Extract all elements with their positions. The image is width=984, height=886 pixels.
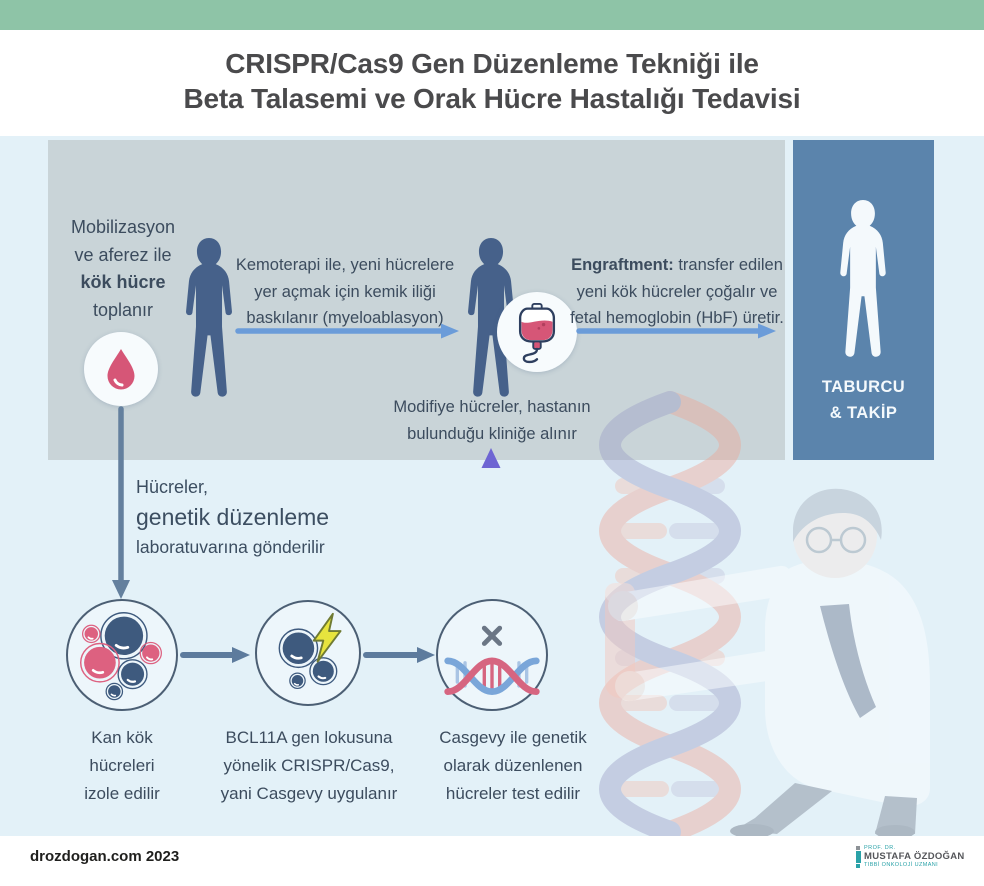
arrow-right-chemo [235, 323, 459, 339]
crispr-cells-badge [255, 600, 361, 706]
doctor-illustration [605, 488, 930, 836]
blood-sample-badge [84, 332, 158, 406]
arrow-right-lab1 [180, 647, 250, 663]
send-to-lab-text: Hücreler, genetik düzenleme laboratuvarı… [136, 474, 396, 560]
brand-logo: PROF. DR. MUSTAFA ÖZDOĞAN TIBBİ ONKOLOJİ… [856, 845, 965, 868]
discharge-line2: & TAKİP [829, 404, 898, 422]
discharge-box [793, 140, 934, 460]
iv-bag-badge [497, 292, 577, 372]
page-title-line2: Beta Talasemi ve Orak Hücre Hastalığı Te… [183, 83, 801, 114]
hospital-phase-band [48, 140, 785, 460]
logo-name: MUSTAFA ÖZDOĞAN [864, 851, 965, 862]
arrow-up-return [481, 448, 501, 607]
engraftment-text: Engraftment: transfer edilen yeni kök hü… [558, 252, 796, 332]
logo-subtitle: TIBBİ ONKOLOJİ UZMANI [864, 862, 939, 868]
iv-bag-icon [518, 303, 556, 364]
page-title: CRISPR/Cas9 Gen Düzenleme Tekniği ile Be… [0, 46, 984, 116]
page-title-line1: CRISPR/Cas9 Gen Düzenleme Tekniği ile [225, 48, 759, 79]
engraftment-bold: Engraftment: [571, 256, 674, 274]
discharge-person-icon [836, 200, 890, 362]
footer-site-credit: drozdogan.com 2023 [30, 848, 180, 865]
engraftment-line2: yeni kök hücreler çoğalır ve [576, 282, 778, 301]
engraftment-line1-rest: transfer edilen [673, 256, 783, 274]
arrow-right-discharge [576, 323, 776, 339]
diagram-canvas: Mobilizasyon ve aferez ile kök hücre top… [0, 136, 984, 836]
stem-cells-icon [80, 612, 162, 701]
mobilization-line1: Mobilizasyon [70, 217, 176, 237]
label-test: Casgevy ile genetik olarak düzenlenen hü… [439, 728, 587, 803]
mobilization-line4: toplanır [92, 299, 154, 320]
stem-cells-badge [66, 599, 178, 711]
send-line3: laboratuvarına gönderilir [136, 537, 325, 557]
mobilization-text: Mobilizasyon ve aferez ile kök hücre top… [40, 214, 206, 324]
mobilization-line2: ve aferez ile [74, 244, 172, 265]
arrow-down-to-lab [112, 406, 130, 599]
discharge-label: TABURCU & TAKİP [793, 374, 934, 426]
logo-title: PROF. DR. [864, 845, 896, 851]
edited-dna-badge [436, 599, 548, 711]
send-line2: genetik düzenleme [136, 504, 330, 530]
chemotherapy-text: Kemoterapi ile, yeni hücrelere yer açmak… [235, 256, 455, 327]
blood-drop-icon [107, 349, 135, 390]
top-accent-bar [0, 0, 984, 30]
label-crispr: BCL11A gen lokusuna yönelik CRISPR/Cas9,… [220, 728, 398, 803]
mobilization-line3: kök hücre [80, 272, 166, 292]
engraftment-line1: Engraftment: transfer edilen [558, 252, 796, 279]
discharge-line1: TABURCU [821, 378, 906, 396]
x-mark-icon [481, 625, 503, 646]
dna-icon [444, 625, 540, 696]
arrow-right-lab2 [363, 647, 435, 663]
modified-cells-text: Modifiye hücreler, hastanın bulunduğu kl… [393, 398, 591, 443]
send-line1: Hücreler, [136, 477, 209, 497]
engraftment-line3: fetal hemoglobin (HbF) üretir. [570, 309, 784, 327]
label-isolate: Kan kök hücreleri izole edilir [84, 728, 160, 803]
electroporation-cells-icon [278, 612, 342, 690]
logo-mark-icon [856, 845, 861, 868]
